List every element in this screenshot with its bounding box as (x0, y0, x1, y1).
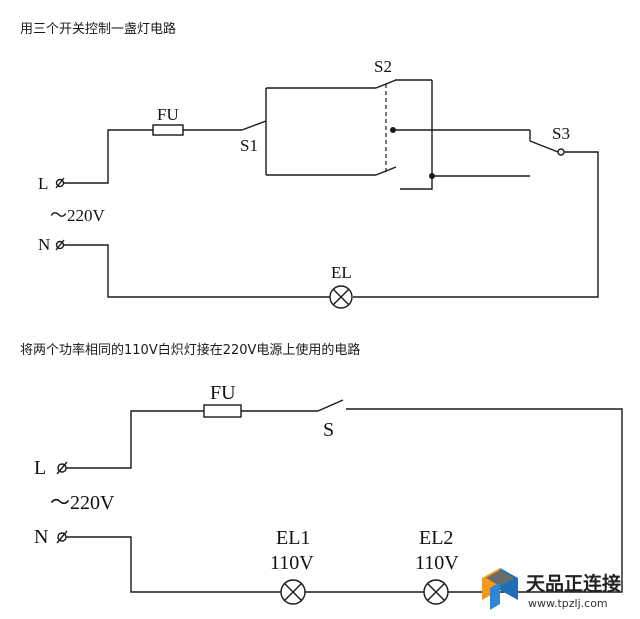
lamp-el2-symbol (423, 579, 449, 605)
wire-l-to-fuse (64, 129, 153, 184)
lamp-el-symbol (329, 285, 353, 309)
junction-s2-upper (390, 127, 396, 133)
lamp-el1-label: EL1 (276, 527, 310, 549)
lamp-el1-rating: 110V (270, 552, 314, 574)
diagram-series-lamps: 将两个功率相同的110V白炽灯接在220V电源上使用的电路 L FU S EL2… (20, 342, 623, 605)
terminal-l-symbol (55, 177, 65, 189)
fuse-symbol-2 (203, 404, 242, 418)
wire-s-to-lamp2 (346, 408, 623, 593)
wire-l-to-fuse-2 (66, 410, 204, 469)
wire-s2-cross-a (400, 80, 433, 190)
wire-s3-to-lamp (353, 151, 599, 298)
fuse-label: FU (157, 105, 179, 124)
switch-s1-label: S1 (240, 136, 258, 155)
switch-s-label: S (323, 419, 334, 441)
watermark-logo: 天品正连接 www.tpzlj.com (482, 568, 621, 610)
wire-n-to-lamp1 (66, 536, 281, 593)
terminal-n-symbol (55, 239, 65, 251)
terminal-n-label-2: N (34, 526, 48, 548)
terminal-n-label: N (38, 235, 50, 254)
diagram-three-switch-control: 用三个开关控制一盏灯电路 L FU S1 S2 S3 (20, 21, 599, 309)
fuse-label-2: FU (210, 382, 236, 404)
switch-s3-pivot (557, 148, 565, 156)
terminal-l-label: L (38, 174, 48, 193)
diagram2-caption: 将两个功率相同的110V白炽灯接在220V电源上使用的电路 (20, 342, 360, 358)
switch-s3-blade (529, 140, 559, 153)
lamp-el2-rating: 110V (415, 552, 459, 574)
switch-s1-blade (241, 120, 267, 131)
voltage-label-2: ～220V (50, 492, 115, 514)
brand-url: www.tpzlj.com (528, 597, 608, 610)
brand-cube-icon (482, 568, 518, 610)
lamp-el2-label: EL2 (419, 527, 453, 549)
diagram1-caption: 用三个开关控制一盏灯电路 (20, 21, 176, 37)
brand-name: 天品正连接 (526, 572, 621, 595)
lamp-el-label: EL (331, 263, 352, 282)
terminal-l-label-2: L (34, 457, 46, 479)
wire-n-to-lamp (64, 244, 330, 298)
switch-s-blade (317, 399, 344, 412)
junction-s2-lower (429, 173, 435, 179)
fuse-symbol (152, 124, 184, 136)
voltage-label: ～220V (50, 206, 105, 225)
switch-s2-label: S2 (374, 57, 392, 76)
terminal-n-symbol-2 (56, 530, 68, 544)
switch-s3-label: S3 (552, 124, 570, 143)
lamp-el1-symbol (280, 579, 306, 605)
terminal-l-symbol-2 (56, 461, 68, 475)
